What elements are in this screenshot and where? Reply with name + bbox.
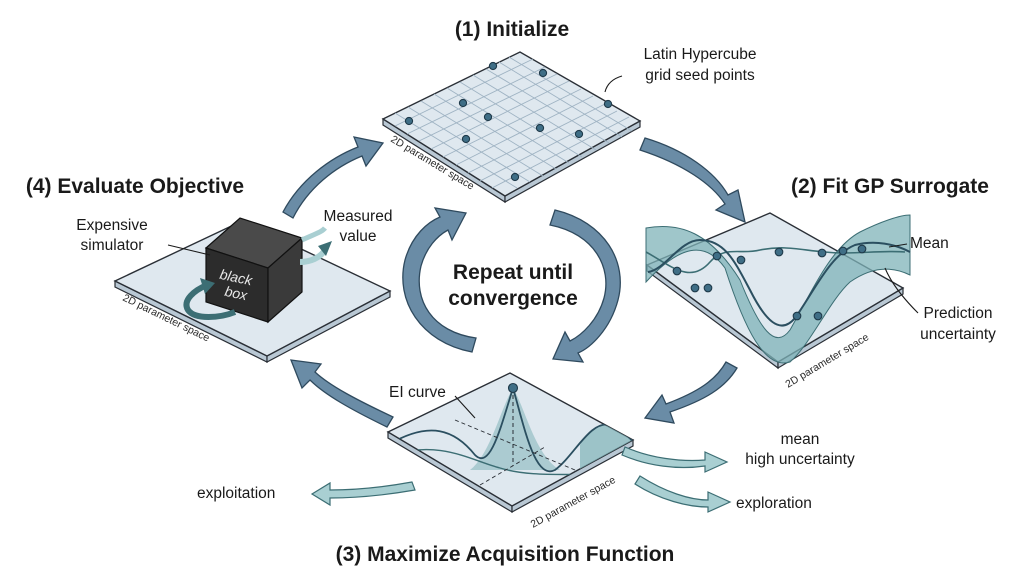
step-fit-title: (2) Fit GP Surrogate (791, 175, 989, 198)
step-evaluate-title: (4) Evaluate Objective (26, 175, 244, 198)
expensive-simulator-label-1: Expensive (76, 217, 148, 234)
exploration-label: exploration (736, 495, 812, 512)
ei-axis-dashed-2 (479, 446, 546, 486)
seed-point (461, 134, 471, 144)
acquisition-panel: EI curve 2D parameter space exploitation… (197, 372, 855, 531)
seed-point (404, 116, 414, 126)
seed-point (603, 99, 613, 109)
latin-hypercube-note-1: Latin Hypercube (644, 46, 757, 63)
step-maximize-title: (3) Maximize Acquisition Function (336, 543, 675, 566)
input-loop-arrow (183, 282, 237, 320)
measured-value-arrow-top (300, 226, 327, 243)
gp-observation (672, 266, 682, 276)
input-loop-arrow-head (200, 278, 215, 294)
ei-axis-dashed (454, 419, 576, 471)
step-initialize-title: (1) Initialize (455, 18, 569, 41)
exploration-arrow (634, 475, 732, 513)
gp-observation (813, 311, 823, 321)
seed-point (535, 123, 545, 133)
seed-point (458, 98, 468, 108)
repeat-until-convergence-2: convergence (448, 287, 578, 310)
fit-gp-panel: 2D parameter space Mean Prediction uncer… (645, 212, 996, 391)
arrow-maximize-to-evaluate (289, 359, 394, 428)
mean-leader (888, 243, 908, 248)
expensive-simulator-label-2: simulator (81, 237, 144, 254)
gp-observation (857, 244, 867, 254)
high-uncertainty-label: high uncertainty (745, 451, 855, 468)
inner-cycle-arrow-left (402, 207, 477, 353)
inner-cycle-arrow-right (549, 209, 621, 363)
black-box-side (267, 236, 303, 324)
mean-uncertainty-arrow (621, 446, 729, 473)
expensive-simulator-leader (167, 244, 211, 256)
prediction-uncertainty-label-2: uncertainty (920, 326, 996, 343)
gp-observation (774, 247, 784, 257)
mean-label: Mean (910, 235, 949, 252)
seed-point (488, 61, 498, 71)
measured-value-arrow-head (318, 241, 332, 256)
gp-observation (792, 311, 802, 321)
seed-point (510, 172, 520, 182)
measured-value-label-2: value (339, 228, 376, 245)
gp-observation (703, 283, 713, 293)
gp-observation (736, 255, 746, 265)
measured-value-label-1: Measured (324, 208, 393, 225)
black-box-label-1: black (218, 266, 254, 289)
gp-observation (838, 246, 848, 256)
seed-point (483, 112, 493, 122)
prediction-uncertainty-leader (884, 267, 919, 314)
evaluate-panel: black box Expensive simulator Measured v… (76, 208, 393, 363)
ei-curve-leader (454, 395, 476, 419)
mean-label-ei: mean (781, 431, 820, 448)
exploitation-label: exploitation (197, 485, 275, 502)
gp-observation (817, 248, 827, 258)
latin-hypercube-note-2: grid seed points (645, 67, 755, 84)
ei-peak-shade (470, 388, 560, 470)
ei-maximum-point (507, 382, 519, 394)
initialize-panel: 2D parameter space Latin Hypercube grid … (381, 46, 757, 204)
prediction-uncertainty-label-1: Prediction (924, 305, 993, 322)
latin-hypercube-leader (604, 75, 623, 93)
gp-observation (690, 283, 700, 293)
repeat-until-convergence-1: Repeat until (453, 261, 573, 284)
black-box-label-2: box (223, 283, 249, 304)
arrow-initialize-to-fit (639, 137, 746, 224)
gp-observation (712, 251, 722, 261)
exploitation-arrow (310, 481, 416, 507)
latin-hypercube-grid (394, 56, 633, 189)
seed-point (574, 129, 584, 139)
arrow-fit-to-maximize (643, 361, 738, 424)
gp-secondary-curve (645, 247, 906, 274)
seed-point (538, 68, 548, 78)
gp-mean-curve (647, 238, 911, 327)
arrow-evaluate-to-initialize (282, 136, 385, 219)
ei-curve-label: EI curve (389, 384, 446, 401)
